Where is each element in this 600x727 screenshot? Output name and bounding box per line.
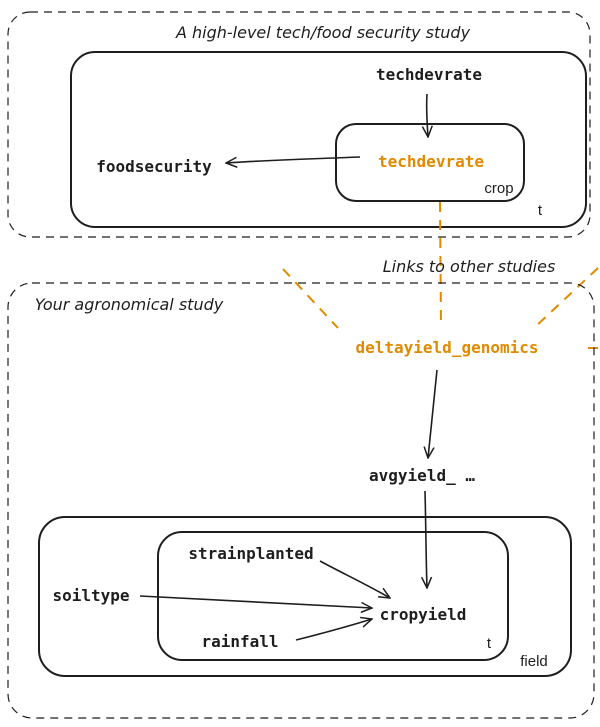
arrow-rainfall-to-cropyield [295, 619, 372, 641]
link-line-right [534, 267, 599, 328]
node-techdevrate-inner: techdevrate [378, 152, 484, 171]
arrow-deltayield-to-avgyield [428, 369, 438, 458]
arrow-inner-to-foodsecurity [226, 156, 361, 163]
plate-crop-label: crop [484, 180, 513, 197]
top-study-title: A high-level tech/food security study [175, 23, 471, 42]
plate-t-label-top: t [538, 202, 543, 219]
plate-crop [335, 123, 525, 202]
arrow-strainplanted-to-cropyield [319, 560, 390, 598]
bottom-study-title: Your agronomical study [35, 295, 224, 314]
node-cropyield: cropyield [380, 605, 467, 624]
node-foodsecurity: foodsecurity [96, 157, 212, 176]
node-deltayield-genomics: deltayield_genomics [355, 338, 538, 357]
plate-inner-t [157, 531, 509, 661]
node-soiltype: soiltype [52, 586, 129, 605]
plate-field [38, 516, 572, 677]
links-label: Links to other studies [383, 257, 556, 276]
node-rainfall: rainfall [201, 632, 278, 651]
plate-t-label-bottom: t [487, 635, 492, 652]
plate-field-label: field [520, 653, 548, 670]
arrow-techdevrate-to-inner [427, 93, 428, 137]
bottom-study-frame [7, 282, 595, 719]
node-strainplanted: strainplanted [188, 544, 313, 563]
link-line-center [439, 201, 442, 327]
node-techdevrate-outer: techdevrate [376, 65, 482, 84]
top-study-frame [7, 11, 591, 238]
arrow-soiltype-to-cropyield [139, 595, 372, 608]
node-avgyield: avgyield_ … [369, 466, 475, 485]
arrow-avgyield-to-cropyield [425, 490, 427, 588]
plate-outer-t [70, 51, 587, 228]
link-line-left [282, 268, 339, 329]
